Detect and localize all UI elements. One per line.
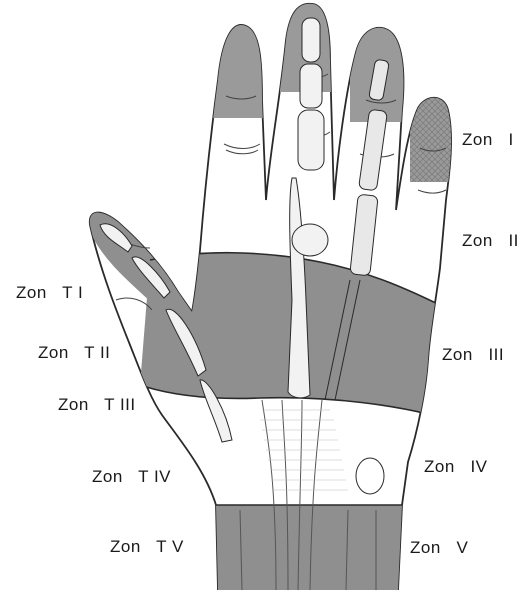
label-zon-t2: Zon T II xyxy=(38,343,110,363)
label-zon-t5: Zon T V xyxy=(110,537,184,557)
zone-i-little-tip xyxy=(410,90,460,182)
label-zon-t1: Zon T I xyxy=(16,283,83,303)
label-zon-i: Zon I xyxy=(462,130,514,150)
label-zon-iv: Zon IV xyxy=(424,457,488,477)
label-zon-ii: Zon II xyxy=(462,231,519,251)
label-zon-t4: Zon T IV xyxy=(92,467,171,487)
label-zon-iii: Zon III xyxy=(442,345,504,365)
label-zon-t3: Zon T III xyxy=(58,395,136,415)
label-zon-v: Zon V xyxy=(410,538,468,558)
